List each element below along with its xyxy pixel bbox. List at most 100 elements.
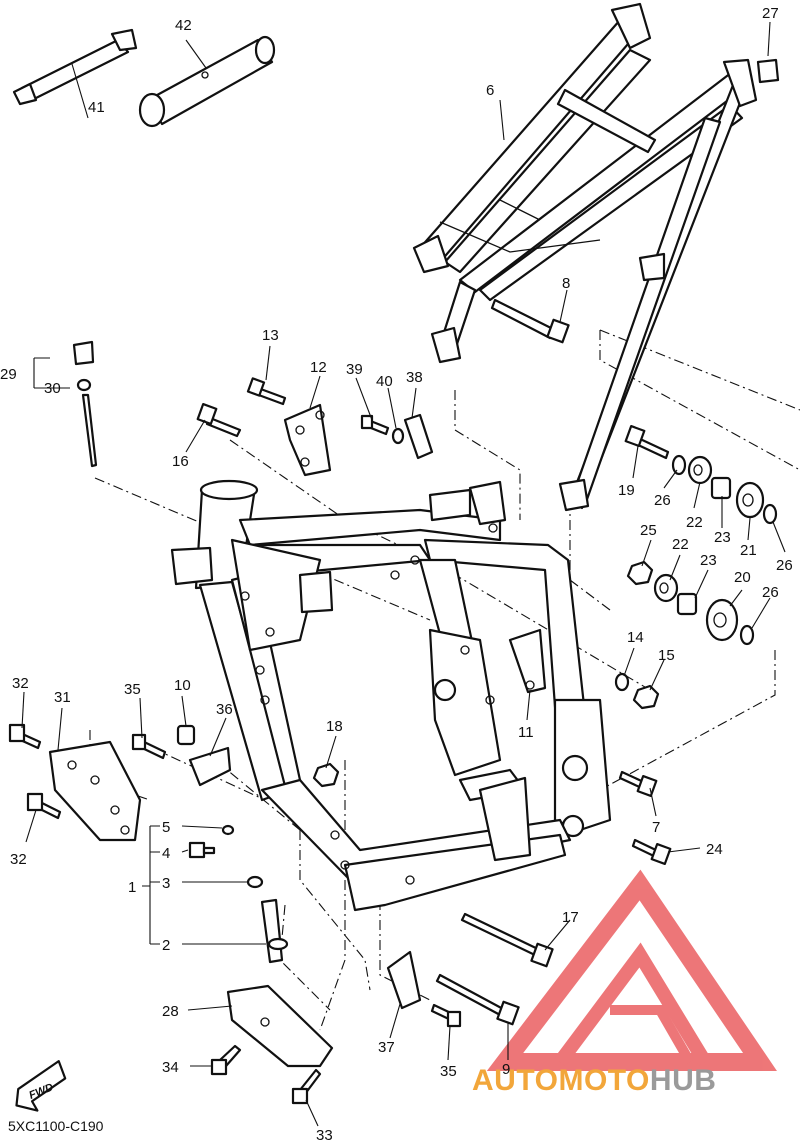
rear-subframe-6 [412, 2, 758, 512]
bolt-4 [188, 841, 216, 859]
washer-26b [762, 503, 778, 525]
bolt-24 [631, 838, 672, 866]
bolt-33 [291, 1068, 322, 1105]
label-14: 14 [627, 629, 644, 646]
skid-plate-28 [226, 984, 334, 1068]
bolt-8 [490, 298, 570, 344]
label-28: 28 [162, 1003, 179, 1020]
diagram-code: 5XC1100-C190 [8, 1118, 104, 1134]
label-2: 2 [162, 937, 170, 954]
label-11: 11 [518, 724, 534, 741]
collar-10 [176, 724, 196, 746]
nut-15 [632, 684, 660, 710]
plate-38 [403, 413, 434, 460]
collar-18 [312, 762, 340, 788]
label-3: 3 [162, 875, 170, 892]
bracket-36 [188, 746, 232, 787]
bolt-13 [246, 377, 287, 406]
label-30: 30 [44, 380, 61, 397]
label-25: 25 [640, 522, 657, 539]
label-20: 20 [734, 569, 751, 586]
label-35a: 35 [124, 681, 141, 698]
label-36: 36 [216, 701, 233, 718]
label-6: 6 [486, 82, 494, 99]
bracket-37 [386, 950, 422, 1010]
washer-3 [246, 875, 264, 889]
bracket-11 [508, 628, 547, 694]
label-37: 37 [378, 1039, 395, 1056]
label-35b: 35 [440, 1063, 457, 1080]
bush-23a [710, 476, 732, 500]
label-26c: 26 [762, 584, 779, 601]
label-38: 38 [406, 369, 423, 386]
bolt-34 [210, 1044, 242, 1076]
collar-22a [687, 455, 713, 485]
main-frame [170, 479, 612, 912]
label-15: 15 [658, 647, 675, 664]
bolt-19 [624, 424, 670, 460]
washer-26a [671, 454, 687, 476]
label-29: 29 [0, 366, 17, 383]
label-23b: 23 [700, 552, 717, 569]
damper-21 [735, 481, 765, 519]
oil-dipstick-29 [72, 340, 98, 468]
label-26b: 26 [776, 557, 793, 574]
watermark-logo-icon [486, 869, 777, 1071]
label-33: 33 [316, 1127, 333, 1142]
label-34: 34 [162, 1059, 179, 1076]
bolt-32b [26, 792, 62, 820]
label-8: 8 [562, 275, 570, 292]
watermark-auto: AUTO [472, 1064, 558, 1097]
collar-22b [653, 573, 679, 603]
label-22b: 22 [672, 536, 689, 553]
callout-numbers: 41 42 6 27 8 13 12 39 40 38 16 29 30 19 … [0, 5, 793, 1142]
label-17: 17 [562, 909, 579, 926]
label-19: 19 [618, 482, 635, 499]
label-21: 21 [740, 542, 757, 559]
label-32b: 32 [10, 851, 27, 868]
engine-bracket-12 [283, 403, 332, 477]
label-23a: 23 [714, 529, 731, 546]
bolt-17 [460, 912, 554, 968]
label-13: 13 [262, 327, 279, 344]
label-16: 16 [172, 453, 189, 470]
label-9: 9 [502, 1061, 510, 1078]
rubber-27 [756, 58, 780, 84]
bolt-39 [360, 414, 390, 436]
label-27: 27 [762, 5, 779, 22]
watermark-moto: MOTO [558, 1064, 649, 1097]
bolt-16 [196, 402, 242, 438]
label-39: 39 [346, 361, 363, 378]
bolt-35a [131, 733, 167, 760]
label-12: 12 [310, 359, 327, 376]
damper-20 [705, 598, 739, 642]
leader-lines [21, 21, 786, 1127]
label-1: 1 [128, 879, 136, 896]
label-42: 42 [175, 17, 192, 34]
spanner-wrench-41 [12, 28, 138, 106]
screw-5 [221, 824, 235, 836]
bolt-35b [430, 1003, 462, 1028]
bolt-7 [618, 770, 658, 798]
washer-40 [391, 427, 405, 445]
bolt-32a [8, 723, 42, 750]
washer-26c [739, 624, 755, 646]
label-22a: 22 [686, 514, 703, 531]
label-31: 31 [54, 689, 71, 706]
label-40: 40 [376, 373, 393, 390]
bolt-9 [435, 973, 520, 1026]
bush-23b [676, 592, 698, 616]
nut-25 [626, 560, 654, 586]
label-18: 18 [326, 718, 343, 735]
watermark-text: AUTOMOTOHUB [472, 1064, 716, 1097]
chain-guide-31 [48, 740, 142, 842]
washer-14 [614, 672, 630, 692]
label-7: 7 [652, 819, 660, 836]
plug-wrench-42 [138, 35, 276, 128]
label-32a: 32 [12, 675, 29, 692]
label-41: 41 [88, 99, 105, 116]
watermark-hub: HUB [650, 1064, 717, 1097]
label-26a: 26 [654, 492, 671, 509]
bolt-2 [260, 898, 289, 964]
